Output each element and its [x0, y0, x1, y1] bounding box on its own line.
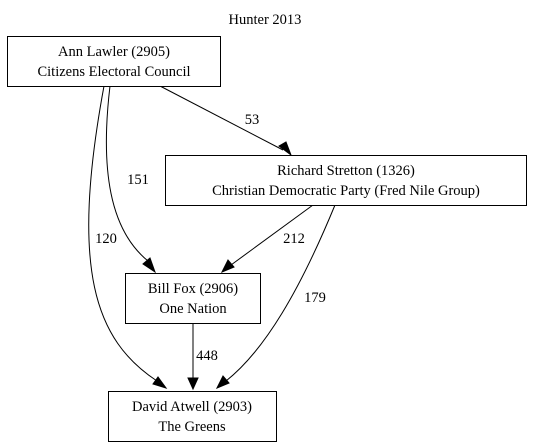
edge-label: 53 — [245, 112, 260, 128]
edge-line — [88, 85, 158, 382]
candidate-name: David Atwell (2903) — [132, 399, 252, 415]
party-name: Christian Democratic Party (Fred Nile Gr… — [212, 183, 480, 199]
edge-line — [159, 85, 284, 151]
party-name: One Nation — [159, 301, 227, 317]
arrowhead — [142, 257, 156, 274]
edge-lawler-stretton: 53 — [159, 85, 293, 157]
node-box — [7, 36, 221, 87]
node-box — [165, 155, 527, 206]
node-box — [108, 391, 277, 442]
edge-line — [105, 85, 149, 262]
edge-lawler-atwell: 120 — [88, 85, 168, 389]
arrowhead — [152, 376, 168, 389]
diagram-title: Hunter 2013 — [229, 12, 302, 28]
party-name: The Greens — [158, 419, 226, 435]
edge-label: 212 — [283, 231, 305, 247]
arrowhead — [215, 375, 230, 389]
node-richard-stretton: Richard Stretton (1326) Christian Democr… — [165, 155, 527, 206]
edge-fox-atwell: 448 — [187, 323, 218, 391]
edge-stretton-fox: 212 — [220, 204, 314, 273]
edge-label: 151 — [127, 172, 149, 188]
edge-line — [230, 204, 314, 266]
candidate-name: Bill Fox (2906) — [148, 281, 238, 297]
edge-line — [225, 204, 336, 382]
edge-label: 179 — [304, 290, 326, 306]
node-box — [125, 273, 261, 324]
node-david-atwell: David Atwell (2903) The Greens — [108, 391, 277, 442]
arrowhead — [278, 141, 293, 157]
edge-stretton-atwell: 179 — [215, 204, 336, 389]
node-ann-lawler: Ann Lawler (2905) Citizens Electoral Cou… — [7, 36, 221, 87]
node-bill-fox: Bill Fox (2906) One Nation — [125, 273, 261, 324]
edge-label: 448 — [196, 348, 218, 364]
candidate-name: Ann Lawler (2905) — [58, 44, 170, 60]
arrowhead — [220, 259, 235, 273]
arrowhead — [187, 377, 199, 391]
candidate-name: Richard Stretton (1326) — [277, 163, 415, 179]
edge-label: 120 — [95, 231, 117, 247]
edge-lawler-fox: 151 — [105, 85, 156, 274]
party-name: Citizens Electoral Council — [37, 64, 190, 80]
